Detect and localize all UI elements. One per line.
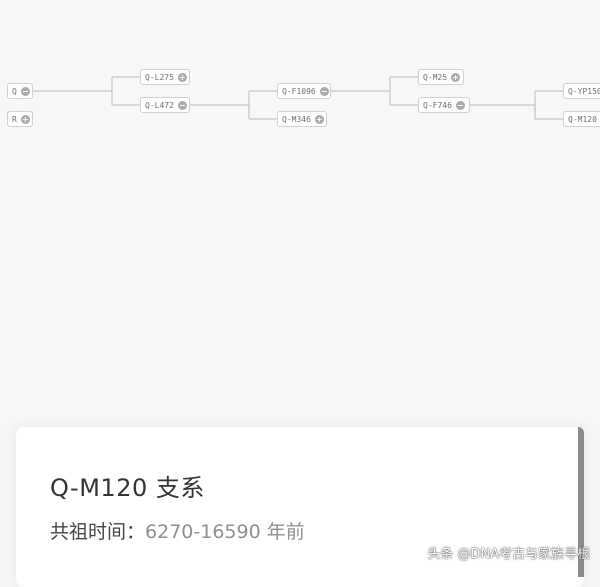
expand-icon[interactable]: +	[177, 72, 187, 82]
expand-icon[interactable]: +	[314, 114, 324, 124]
tree-node-q-f746[interactable]: Q-F746 −	[418, 97, 470, 113]
haplogroup-info-card: Q-M120 支系 共祖时间：6270-16590 年前	[16, 427, 584, 587]
tree-node-q-m25[interactable]: Q-M25 +	[418, 69, 464, 85]
node-label: Q-M120	[568, 114, 597, 124]
collapse-icon[interactable]: −	[177, 100, 187, 110]
node-label: Q-F1096	[282, 86, 316, 96]
collapse-icon[interactable]: −	[455, 100, 465, 110]
collapse-icon[interactable]: −	[20, 86, 30, 96]
tmrca-row: 共祖时间：6270-16590 年前	[50, 517, 305, 544]
tree-node-r[interactable]: R +	[7, 111, 33, 127]
node-label: Q	[12, 86, 17, 96]
node-label: Q-M346	[282, 114, 311, 124]
node-label: Q-F746	[423, 100, 452, 110]
tree-node-q-m346[interactable]: Q-M346 +	[277, 111, 327, 127]
node-label: Q-L472	[145, 100, 174, 110]
tree-node-q-l472[interactable]: Q-L472 −	[140, 97, 190, 113]
tree-node-q-f1096[interactable]: Q-F1096 −	[277, 83, 331, 99]
node-label: Q-YP1500	[568, 86, 600, 96]
tree-node-q[interactable]: Q −	[7, 83, 33, 99]
tree-node-q-m120[interactable]: Q-M120	[563, 111, 600, 127]
tmrca-value: 6270-16590 年前	[145, 521, 305, 543]
tree-connector-lines	[33, 76, 563, 120]
tree-node-q-l275[interactable]: Q-L275 +	[140, 69, 190, 85]
haplogroup-tree: Q − R + Q-L275 + Q-L472 − Q-F1096 − Q-M3…	[7, 69, 600, 127]
expand-icon[interactable]: +	[20, 114, 30, 124]
node-label: Q-L275	[145, 72, 174, 82]
scrollbar[interactable]	[578, 427, 584, 577]
haplogroup-title: Q-M120 支系	[50, 474, 205, 502]
tree-node-q-yp1500[interactable]: Q-YP1500	[563, 83, 600, 99]
collapse-icon[interactable]: −	[319, 86, 329, 96]
expand-icon[interactable]: +	[451, 72, 461, 82]
node-label: Q-M25	[423, 72, 448, 82]
watermark: 头条 @DNA考古与家族寻根	[427, 547, 590, 562]
tmrca-label: 共祖时间：	[50, 521, 146, 543]
node-label: R	[12, 114, 17, 124]
